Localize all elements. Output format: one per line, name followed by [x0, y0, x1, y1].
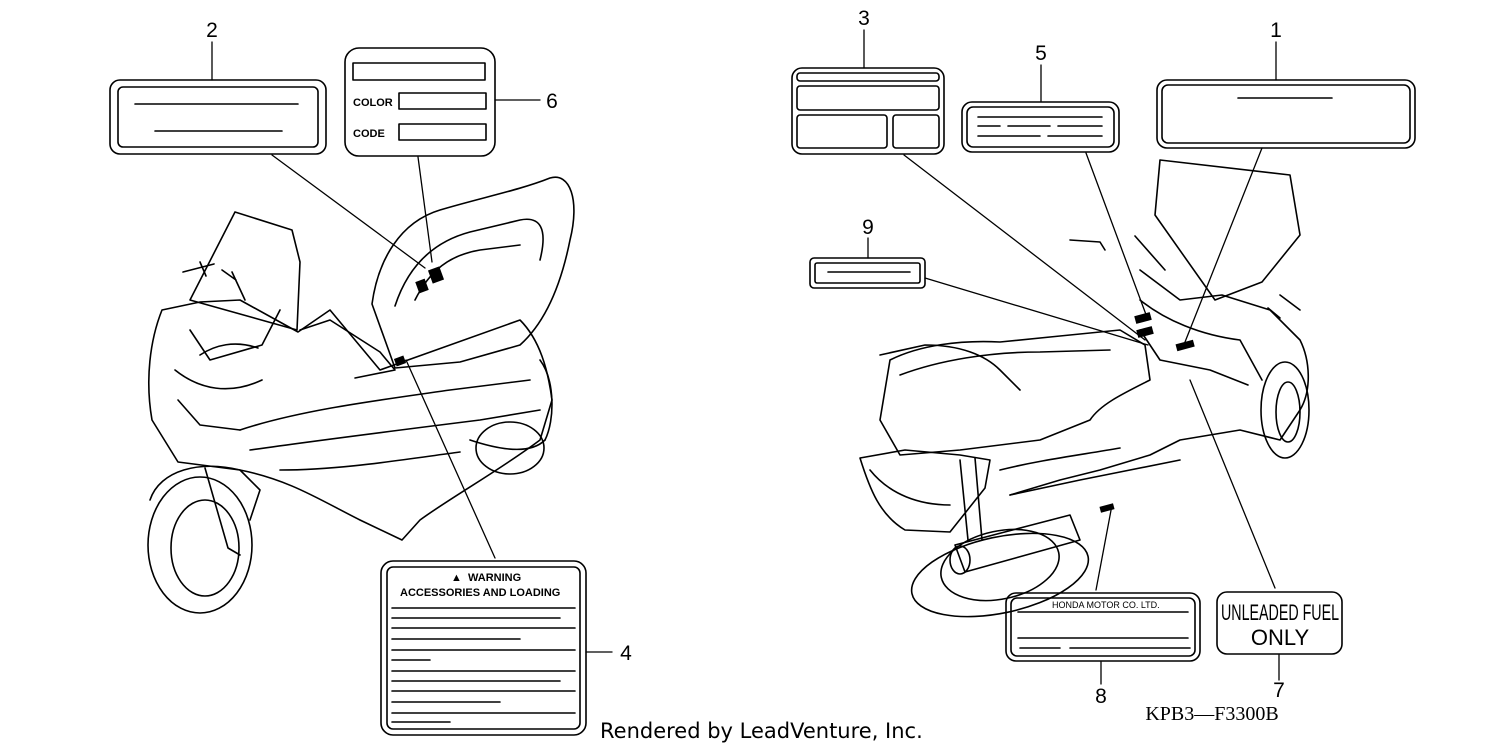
callout-5: 5	[1035, 42, 1047, 65]
callout-6: 6	[546, 90, 558, 113]
label-patches	[393, 266, 1195, 513]
callout-8: 8	[1095, 685, 1107, 708]
label-5	[961, 101, 1120, 153]
callout-2: 2	[206, 19, 218, 42]
label-4-warning-text: WARNING	[468, 572, 521, 584]
callout-7: 7	[1273, 679, 1285, 702]
label-8-maker-text: HONDA MOTOR CO. LTD.	[1052, 600, 1160, 610]
leader-lines	[211, 29, 1280, 685]
label-6	[344, 47, 496, 157]
callout-3: 3	[858, 7, 870, 30]
scooter-left	[147, 176, 575, 614]
label-4	[380, 560, 587, 736]
label-8	[1005, 592, 1201, 662]
callout-1: 1	[1270, 19, 1282, 42]
label-4-subtitle-text: ACCESSORIES AND LOADING	[400, 587, 560, 599]
callout-9: 9	[862, 216, 874, 239]
scooter-right	[859, 159, 1310, 618]
label-7	[1216, 591, 1343, 655]
callout-numbers: 2 6 4 3 5 1 9 8 7	[206, 7, 1285, 708]
label-3	[791, 67, 945, 155]
callout-4: 4	[620, 642, 632, 665]
label-9	[809, 257, 926, 289]
label-1	[1156, 79, 1416, 149]
label-7-line2-text: ONLY	[1251, 625, 1310, 650]
label-6-code-text: CODE	[353, 128, 385, 140]
label-6-color-text: COLOR	[353, 97, 393, 109]
diagram-code: KPB3—F3300B	[1145, 703, 1278, 725]
label-2	[109, 79, 327, 155]
warning-triangle-icon: ▲	[451, 572, 462, 584]
label-7-line1-text: UNLEADED FUEL	[1221, 600, 1339, 625]
render-credit: Rendered by LeadVenture, Inc.	[600, 719, 923, 743]
